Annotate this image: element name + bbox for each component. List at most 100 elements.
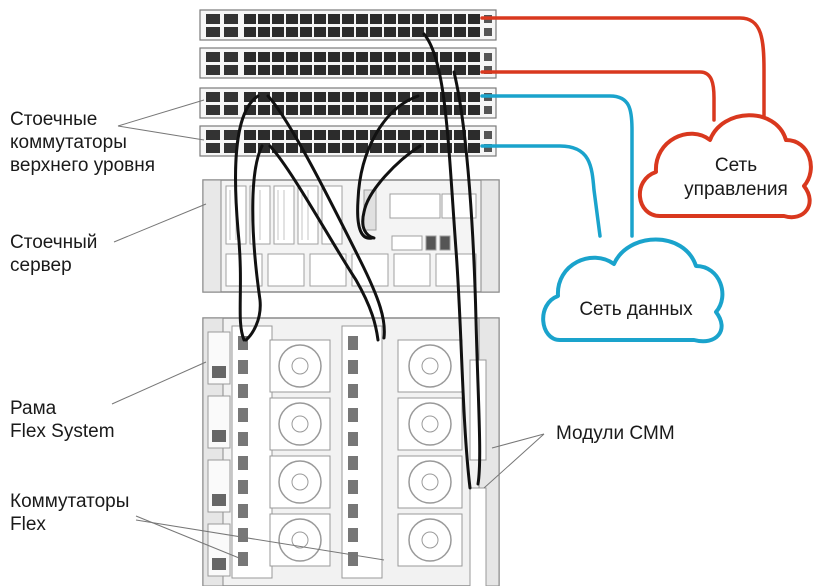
switch-port [426, 105, 438, 115]
switch-port [356, 105, 368, 115]
switch-port [244, 105, 256, 115]
switch-port [440, 143, 452, 153]
switch-port [314, 27, 326, 37]
switch-port [286, 92, 298, 102]
management-network-label-line: Сеть [714, 155, 758, 176]
switch-port [300, 52, 312, 62]
switch-port [272, 52, 284, 62]
switch-port [300, 105, 312, 115]
switch-port [244, 14, 256, 24]
switch-port [272, 92, 284, 102]
switch-port [398, 143, 410, 153]
flex-chassis-label-line: Flex System [10, 421, 115, 442]
cable-switch-to-server-2 [361, 144, 422, 240]
switch-port [412, 14, 424, 24]
switch-port [314, 105, 326, 115]
switch-port [314, 65, 326, 75]
switch-port [412, 105, 424, 115]
switch-port [258, 65, 270, 75]
switch-port [300, 143, 312, 153]
internal-cables [234, 32, 482, 490]
switch-port [468, 105, 480, 115]
switch-port [286, 65, 298, 75]
switch-port [440, 52, 452, 62]
switch-port [384, 143, 396, 153]
switch-port [342, 92, 354, 102]
switch-port [398, 130, 410, 140]
switch-port [356, 92, 368, 102]
switch-port [398, 14, 410, 24]
switch-port [300, 27, 312, 37]
fan [408, 460, 452, 504]
switch-port [342, 52, 354, 62]
switch-port [300, 65, 312, 75]
switch-port [356, 143, 368, 153]
cable-switch-to-flex-3 [266, 94, 386, 340]
switch-port [454, 130, 466, 140]
cmm-slot [469, 487, 487, 586]
switch-port [244, 143, 256, 153]
switch-port [356, 27, 368, 37]
switch-port [468, 52, 480, 62]
rack-switch [199, 9, 497, 41]
switch-port [286, 14, 298, 24]
switch-port [384, 130, 396, 140]
switch-port [328, 105, 340, 115]
switch-port [454, 27, 466, 37]
switch-port [468, 14, 480, 24]
data-cables [480, 94, 634, 238]
switch-port [412, 27, 424, 37]
switch-port [384, 92, 396, 102]
switch-port [328, 27, 340, 37]
flex-switches-label-line: Flex [10, 514, 46, 535]
switch-port [258, 92, 270, 102]
switch-port [272, 143, 284, 153]
flex-switches-label-line: Коммутаторы [10, 491, 130, 512]
switch-port [370, 52, 382, 62]
switch-port [286, 130, 298, 140]
switch-port [300, 14, 312, 24]
switch-port [454, 65, 466, 75]
switch-port [314, 52, 326, 62]
fan [408, 518, 452, 562]
switch-port [356, 52, 368, 62]
cable-switch-to-cmm-1 [422, 32, 472, 490]
data-network-cloud [541, 237, 725, 344]
switch-port [244, 65, 256, 75]
fan [408, 344, 452, 388]
switch-port [244, 27, 256, 37]
switch-port [468, 65, 480, 75]
rack-switch [199, 125, 497, 157]
switch-port [328, 130, 340, 140]
switch-port [398, 105, 410, 115]
switch-port [258, 130, 270, 140]
flex-chassis-label-line: Рама [10, 398, 57, 419]
switch-port [342, 65, 354, 75]
fan [278, 402, 322, 446]
switch-port [272, 65, 284, 75]
switch-port [468, 27, 480, 37]
cable-switch-to-flex-2 [244, 144, 264, 342]
switch-port [314, 92, 326, 102]
switch-port [328, 92, 340, 102]
switch-port [426, 52, 438, 62]
switch-port [342, 130, 354, 140]
switch-port [440, 27, 452, 37]
switch-port [258, 14, 270, 24]
switch-port [426, 143, 438, 153]
flex-system-chassis [202, 317, 500, 586]
switch-port [328, 52, 340, 62]
switch-port [258, 143, 270, 153]
fan [408, 402, 452, 446]
flex-chassis-label: Рама Flex System [10, 397, 115, 443]
switch-port [440, 92, 452, 102]
switch-port [342, 105, 354, 115]
switch-port [258, 105, 270, 115]
rack-server-label-line: сервер [10, 255, 72, 276]
switch-port [412, 52, 424, 62]
switch-port [454, 143, 466, 153]
fan [278, 344, 322, 388]
switch-port [440, 130, 452, 140]
switch-port [356, 65, 368, 75]
